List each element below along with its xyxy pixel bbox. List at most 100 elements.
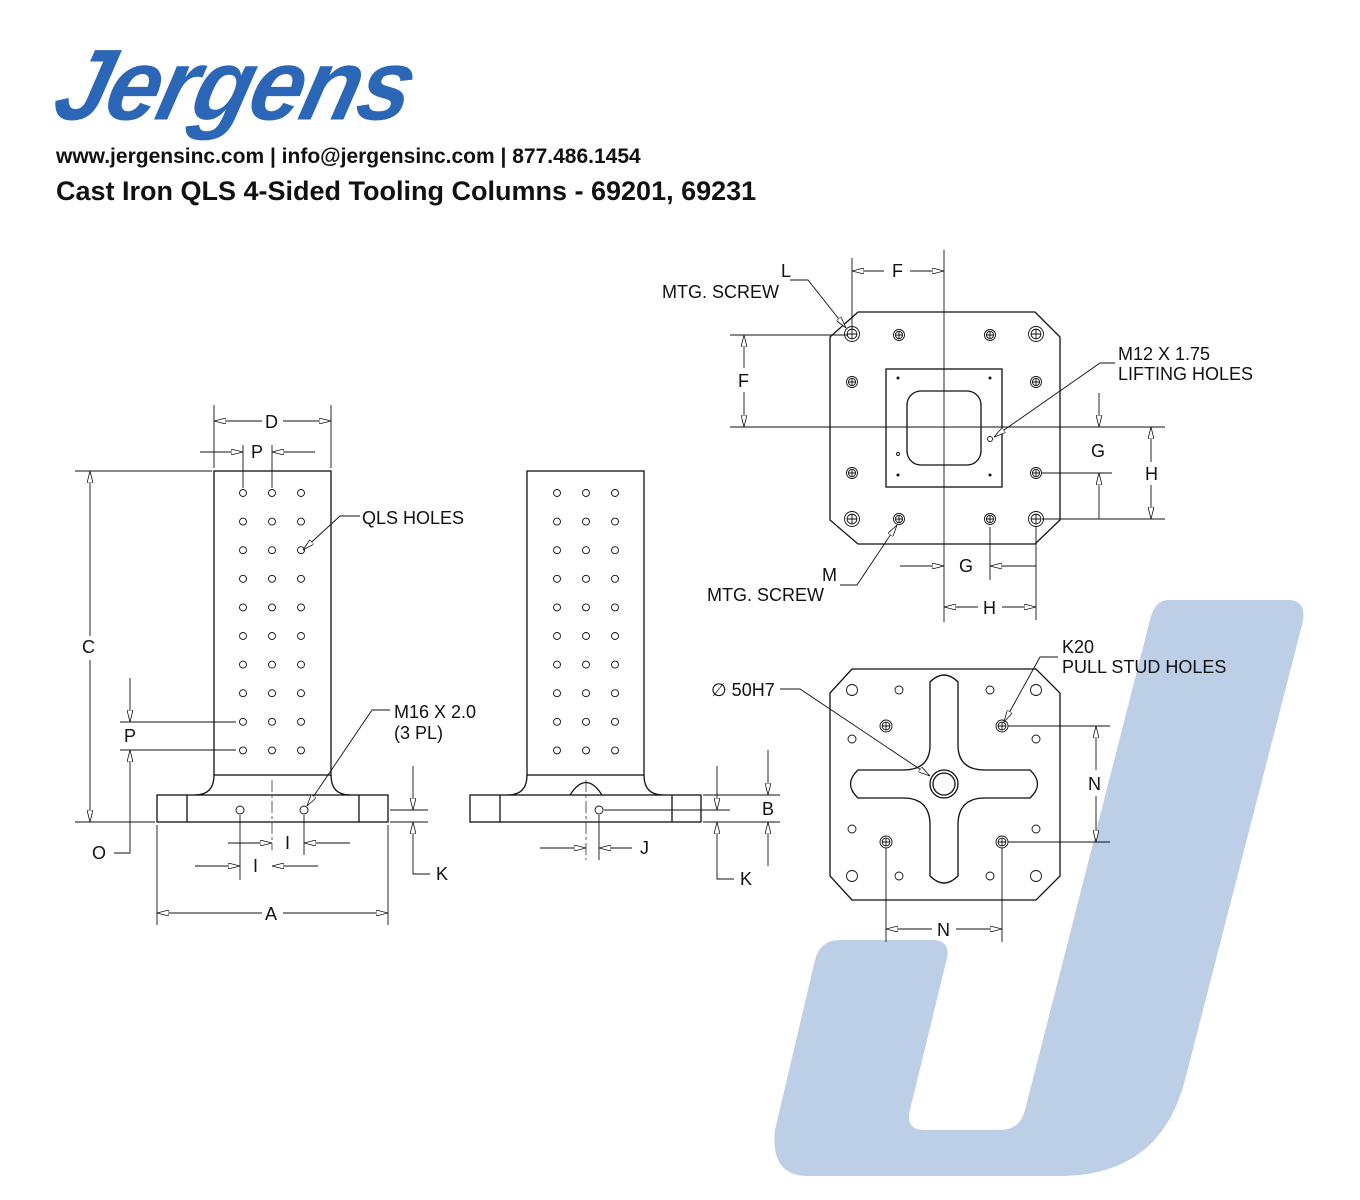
qls-hole bbox=[611, 632, 619, 640]
small-hole bbox=[847, 734, 857, 744]
page-title: Cast Iron QLS 4-Sided Tooling Columns - … bbox=[56, 176, 757, 206]
qls-hole bbox=[297, 517, 305, 526]
qls-hole bbox=[553, 660, 561, 669]
mtg-screw-hole bbox=[893, 329, 905, 341]
mtg-screw-hole bbox=[1030, 467, 1042, 479]
qls-hole bbox=[268, 603, 276, 612]
qls-hole bbox=[582, 746, 590, 755]
qls-hole bbox=[268, 574, 276, 583]
qls-hole bbox=[268, 489, 276, 497]
dim-m-label: M bbox=[822, 565, 837, 585]
mtg-screw-hole bbox=[893, 513, 905, 525]
front-view: D P C P O I I A K QLS HOLES M16 X 2.0 bbox=[75, 405, 476, 925]
mtg-screw-bottom-label: MTG. SCREW bbox=[707, 585, 824, 605]
dim-g-v-label: G bbox=[1091, 441, 1105, 461]
qls-hole bbox=[582, 603, 590, 612]
mtg-screw-hole bbox=[984, 513, 996, 525]
pull-stud-holes bbox=[846, 684, 1042, 882]
qls-hole bbox=[268, 689, 276, 698]
small-hole bbox=[1031, 824, 1041, 834]
thread-callout: M16 X 2.0 bbox=[394, 702, 476, 722]
hole-crosshair bbox=[1032, 378, 1040, 386]
dim-d-label: D bbox=[265, 412, 278, 432]
dim-g-h-label: G bbox=[959, 556, 973, 576]
dim-l-label: L bbox=[781, 261, 791, 281]
dim-j-label: J bbox=[640, 838, 649, 858]
qls-hole bbox=[297, 489, 305, 497]
corner-hole bbox=[846, 684, 858, 696]
dim-p-side-label: P bbox=[124, 726, 136, 746]
qls-hole bbox=[553, 574, 561, 583]
hole-crosshair bbox=[847, 329, 857, 339]
dim-h-h-label: H bbox=[983, 598, 996, 618]
qls-hole bbox=[582, 517, 590, 526]
hole-crosshair bbox=[1031, 514, 1041, 524]
qls-hole bbox=[553, 632, 561, 640]
hole-crosshair bbox=[882, 838, 890, 846]
qls-hole bbox=[553, 746, 561, 755]
dim-b-label: B bbox=[762, 799, 774, 819]
lifting-holes-label: LIFTING HOLES bbox=[1118, 364, 1253, 384]
hole-crosshair bbox=[847, 514, 857, 524]
qls-hole bbox=[239, 546, 247, 555]
dim-i-2-label: I bbox=[253, 856, 258, 876]
hole-crosshair bbox=[1031, 329, 1041, 339]
qls-hole bbox=[611, 746, 619, 755]
dim-f-v-label: F bbox=[738, 371, 749, 391]
qls-hole bbox=[582, 546, 590, 555]
qls-hole bbox=[611, 517, 619, 526]
hole-crosshair bbox=[895, 515, 903, 523]
corner-hole bbox=[1030, 870, 1042, 882]
qls-hole bbox=[611, 489, 619, 497]
watermark-j-logo bbox=[774, 600, 1304, 1176]
hole-crosshair bbox=[998, 838, 1006, 846]
small-hole bbox=[1031, 734, 1041, 744]
qls-hole bbox=[553, 546, 561, 555]
hole-crosshair bbox=[1032, 469, 1040, 477]
dim-i-1-label: I bbox=[285, 833, 290, 853]
qls-hole bbox=[582, 574, 590, 583]
small-hole bbox=[985, 685, 995, 695]
bore-label: ∅ 50H7 bbox=[711, 680, 775, 700]
corner-hole bbox=[1030, 684, 1042, 696]
qls-hole-grid-side bbox=[553, 489, 619, 755]
qls-hole bbox=[297, 632, 305, 640]
contact-line: www.jergensinc.com | info@jergensinc.com… bbox=[56, 145, 641, 168]
dim-a-label: A bbox=[265, 904, 277, 924]
dim-n-v-label: N bbox=[1088, 774, 1101, 794]
mtg-screw-hole-large bbox=[1028, 326, 1044, 342]
qls-hole bbox=[297, 717, 305, 726]
qls-hole bbox=[297, 689, 305, 698]
dim-c-label: C bbox=[82, 637, 95, 657]
hole-crosshair bbox=[895, 331, 903, 339]
qls-hole bbox=[582, 689, 590, 698]
hole-crosshair bbox=[998, 722, 1006, 730]
dim-f-h-label: F bbox=[892, 261, 903, 281]
bottom-view: ∅ 50H7 K20 PULL STUD HOLES N N bbox=[711, 637, 1226, 942]
k20-label: K20 bbox=[1062, 637, 1094, 657]
qls-hole bbox=[553, 717, 561, 726]
dim-k-side-label: K bbox=[740, 869, 752, 889]
mtg-screw-hole bbox=[846, 467, 858, 479]
small-hole bbox=[894, 685, 904, 695]
qls-hole bbox=[611, 660, 619, 669]
lifting-thread-label: M12 X 1.75 bbox=[1118, 344, 1210, 364]
qls-hole-grid bbox=[239, 489, 305, 755]
small-hole bbox=[847, 824, 857, 834]
qls-hole bbox=[239, 660, 247, 669]
dim-p-top-label: P bbox=[251, 442, 263, 462]
qls-hole bbox=[239, 717, 247, 726]
qls-hole bbox=[239, 517, 247, 526]
dim-n-h-label: N bbox=[937, 920, 950, 940]
mtg-screw-top-label: MTG. SCREW bbox=[662, 282, 779, 302]
qls-hole bbox=[239, 746, 247, 755]
qls-hole bbox=[553, 489, 561, 497]
hole-crosshair bbox=[882, 722, 890, 730]
qls-hole bbox=[239, 603, 247, 612]
dim-k-label: K bbox=[436, 864, 448, 884]
qls-hole bbox=[297, 660, 305, 669]
hole-crosshair bbox=[986, 515, 994, 523]
qls-hole bbox=[239, 632, 247, 640]
qls-hole bbox=[582, 660, 590, 669]
